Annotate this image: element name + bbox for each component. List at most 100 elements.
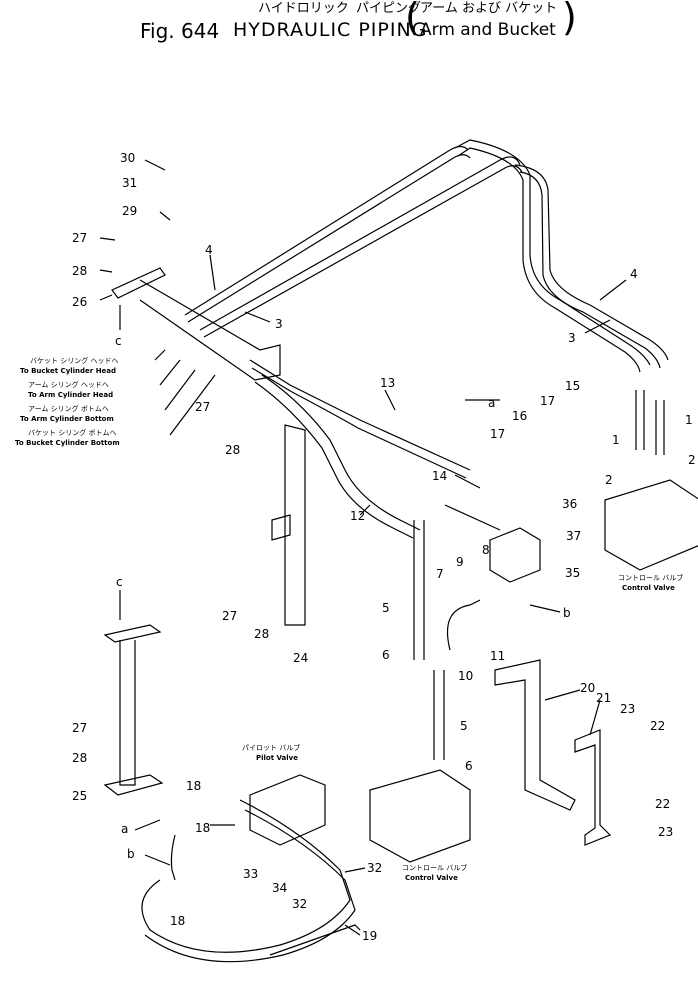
leader-9-35: [444, 504, 501, 531]
paren-close: ): [562, 0, 577, 39]
callout-28a: 28: [72, 264, 87, 278]
leader-26: [99, 294, 113, 301]
pipe-13: [249, 359, 471, 471]
label-arm-bottom-en: To Arm Cylinder Bottom: [20, 415, 114, 423]
callout-1b: 1: [685, 413, 693, 427]
figure-title: Fig. 644 ハイドロリック パイピング HYDRAULIC PIPING …: [0, 0, 698, 70]
hose-19-b: [144, 809, 356, 963]
callout-7: 7: [436, 567, 444, 581]
callout-3b: 3: [568, 331, 576, 345]
callout-27d: 27: [72, 721, 87, 735]
callout-4b: 4: [630, 267, 638, 281]
leader-28a: [99, 269, 113, 273]
leader-12: [359, 504, 371, 516]
callout-27c: 27: [222, 609, 237, 623]
bar-25-bottom: [103, 774, 164, 796]
letter-a-lower: a: [121, 822, 128, 836]
leader-29: [159, 211, 171, 221]
leader-13: [384, 389, 396, 411]
callout-36: 36: [562, 497, 577, 511]
hose-19: [141, 799, 351, 953]
pipe-4-upper: [184, 145, 469, 316]
subtitle-jp: アーム および バケット: [420, 1, 558, 16]
callout-1a: 1: [612, 433, 620, 447]
callout-13: 13: [380, 376, 395, 390]
callout-28b: 28: [225, 443, 240, 457]
callout-20: 20: [580, 681, 595, 695]
callout-22a: 22: [650, 719, 665, 733]
callout-15: 15: [565, 379, 580, 393]
callout-6b: 6: [465, 759, 473, 773]
bar-24-bracket: [271, 514, 291, 541]
callout-31: 31: [122, 176, 137, 190]
label-arm-head-jp: アーム シリング ヘッドへ: [28, 380, 109, 389]
callout-16: 16: [512, 409, 527, 423]
pilot-valve: [249, 774, 326, 846]
callout-28c: 28: [254, 627, 269, 641]
callout-9: 9: [456, 555, 464, 569]
pipe-3-upper-b: [203, 165, 523, 338]
callout-18c: 18: [170, 914, 185, 928]
pipe-top-bend-4: [519, 171, 661, 369]
control-valve-bottom-en: Control Valve: [405, 874, 458, 882]
leader-b1: [529, 604, 561, 613]
label-bucket-bottom-en: To Bucket Cylinder Bottom: [15, 439, 120, 447]
leader-4b: [599, 279, 627, 301]
callout-30: 30: [120, 151, 135, 165]
callout-35: 35: [565, 566, 580, 580]
control-valve-right-jp: コントロール バルブ: [618, 573, 683, 582]
pipe-top-bend-3: [514, 164, 669, 361]
reference-letters: c c a a b b: [115, 334, 571, 861]
callout-26: 26: [72, 295, 87, 309]
callout-2a: 2: [605, 473, 613, 487]
callout-5a: 5: [382, 601, 390, 615]
letter-c-upper: c: [115, 334, 122, 348]
label-arm-bottom-jp: アーム シリング ボトムへ: [28, 404, 109, 413]
callout-2b: 2: [688, 453, 696, 467]
bracket-plate: [139, 279, 281, 381]
pipe-12-b: [254, 381, 414, 539]
pipe-top-bend-2: [457, 147, 641, 373]
bar-24: [284, 424, 306, 626]
pipe-destination-labels: バケット シリング ヘッドへ To Bucket Cylinder Head ア…: [15, 356, 120, 447]
bar-25-top: [103, 624, 162, 643]
pipe-7: [446, 599, 481, 651]
callout-29: 29: [122, 204, 137, 218]
leader-19: [344, 924, 361, 936]
pipe-13-b: [251, 367, 467, 479]
callout-12: 12: [350, 509, 365, 523]
pilot-valve-jp: パイロット バルブ: [242, 743, 300, 752]
leader-21: [589, 699, 601, 736]
callout-32b: 32: [292, 897, 307, 911]
pipe-12: [261, 374, 421, 531]
pipe-1b: [655, 400, 665, 455]
label-arm-head-en: To Arm Cylinder Head: [28, 391, 113, 399]
title-jp-hydraulic: ハイドロリック: [258, 1, 349, 16]
title-en: HYDRAULIC PIPING: [233, 19, 428, 41]
control-valve-bottom-jp: コントロール バルブ: [402, 863, 467, 872]
callout-27b: 27: [195, 400, 210, 414]
component-labels: コントロール バルブ Control Valve コントロール バルブ Cont…: [242, 573, 683, 882]
leader-3a: [244, 311, 271, 323]
callout-18a: 18: [186, 779, 201, 793]
pipe-3-upper: [199, 156, 521, 331]
label-bucket-head-en: To Bucket Cylinder Head: [20, 367, 116, 375]
leader-3b: [584, 319, 611, 334]
label-bucket-bottom-jp: バケット シリング ボトムへ: [28, 428, 116, 437]
letter-a-upper: a: [488, 396, 495, 410]
bracket-26: [111, 267, 166, 299]
callout-11: 11: [490, 649, 505, 663]
letter-b-upper: b: [563, 606, 571, 620]
pipe-top-bend-1: [454, 139, 651, 366]
callout-37: 37: [566, 529, 581, 543]
callout-18b: 18: [195, 821, 210, 835]
bar-25: [119, 640, 136, 786]
callout-22b: 22: [655, 797, 670, 811]
callout-4a: 4: [205, 243, 213, 257]
callout-5b: 5: [460, 719, 468, 733]
leader-20: [544, 689, 581, 701]
bracket-20: [494, 659, 576, 811]
callout-28d: 28: [72, 751, 87, 765]
pilot-valve-en: Pilot Valve: [256, 754, 298, 762]
